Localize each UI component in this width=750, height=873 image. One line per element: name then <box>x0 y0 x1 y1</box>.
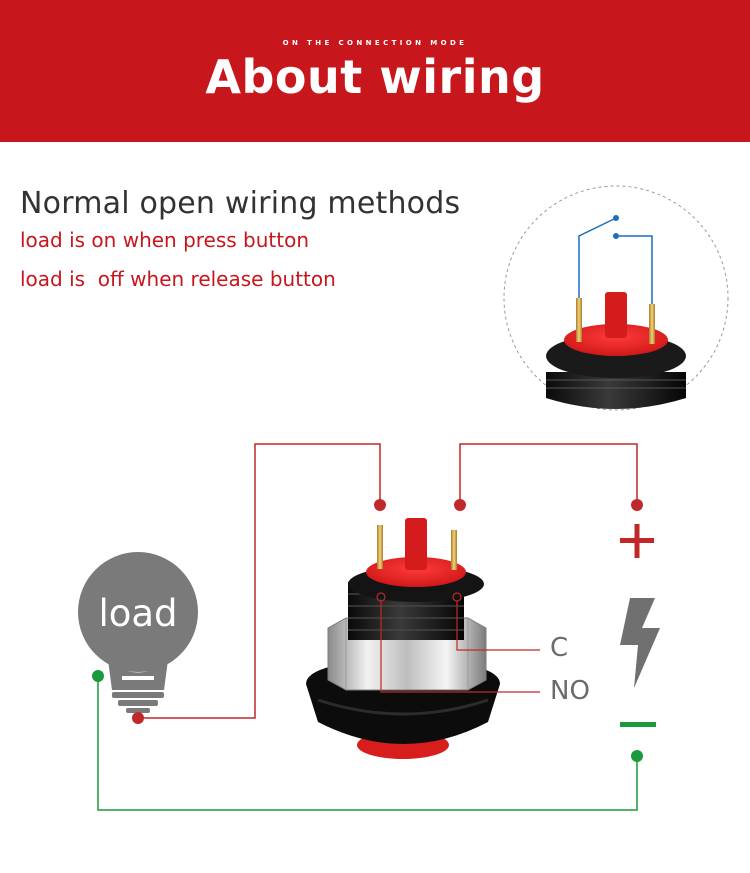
wire-node-negative <box>631 750 643 762</box>
pin-no <box>451 530 457 570</box>
inset-detail <box>503 185 729 411</box>
switch-tab <box>405 518 427 570</box>
inset-switch-cap <box>564 324 668 356</box>
terminal-c-label: C <box>550 633 569 663</box>
wire-node-load-green <box>92 670 104 682</box>
inset-wire-right <box>616 235 653 304</box>
wire-load-to-negative <box>97 676 638 811</box>
leader-no <box>380 601 540 693</box>
note-load-on: load is on when press button <box>20 228 310 252</box>
leader-c <box>456 601 540 651</box>
pin-c <box>377 525 383 569</box>
bulb-globe <box>78 552 198 672</box>
banner-subtitle: ON THE CONNECTION MODE <box>282 39 468 47</box>
load-bulb <box>78 552 198 713</box>
banner-title: About wiring <box>205 50 545 104</box>
header-banner: ON THE CONNECTION MODE About wiring <box>0 0 750 142</box>
wire-no-to-positive <box>459 443 638 505</box>
push-button-switch <box>306 518 540 759</box>
positive-symbol <box>620 524 654 558</box>
section-heading: Normal open wiring methods <box>20 186 461 221</box>
load-label: load <box>98 592 178 635</box>
wire-node-c <box>374 499 386 511</box>
inset-switch-thread <box>546 372 686 409</box>
terminal-no-label: NO <box>550 676 590 706</box>
bulb-base-line <box>122 676 154 680</box>
switch-top-cap <box>366 557 466 587</box>
wire-node-load <box>132 712 144 724</box>
inset-pin-right <box>649 304 655 344</box>
lightning-icon <box>620 598 660 688</box>
note-load-off: load is off when release button <box>20 267 336 291</box>
inset-switch-tab <box>605 292 627 338</box>
wire-load-to-c <box>138 443 381 719</box>
inset-wire-left <box>578 217 617 298</box>
negative-symbol <box>620 722 656 727</box>
inset-pin-left <box>576 298 582 342</box>
wire-node-no <box>454 499 466 511</box>
wire-node-positive <box>631 499 643 511</box>
